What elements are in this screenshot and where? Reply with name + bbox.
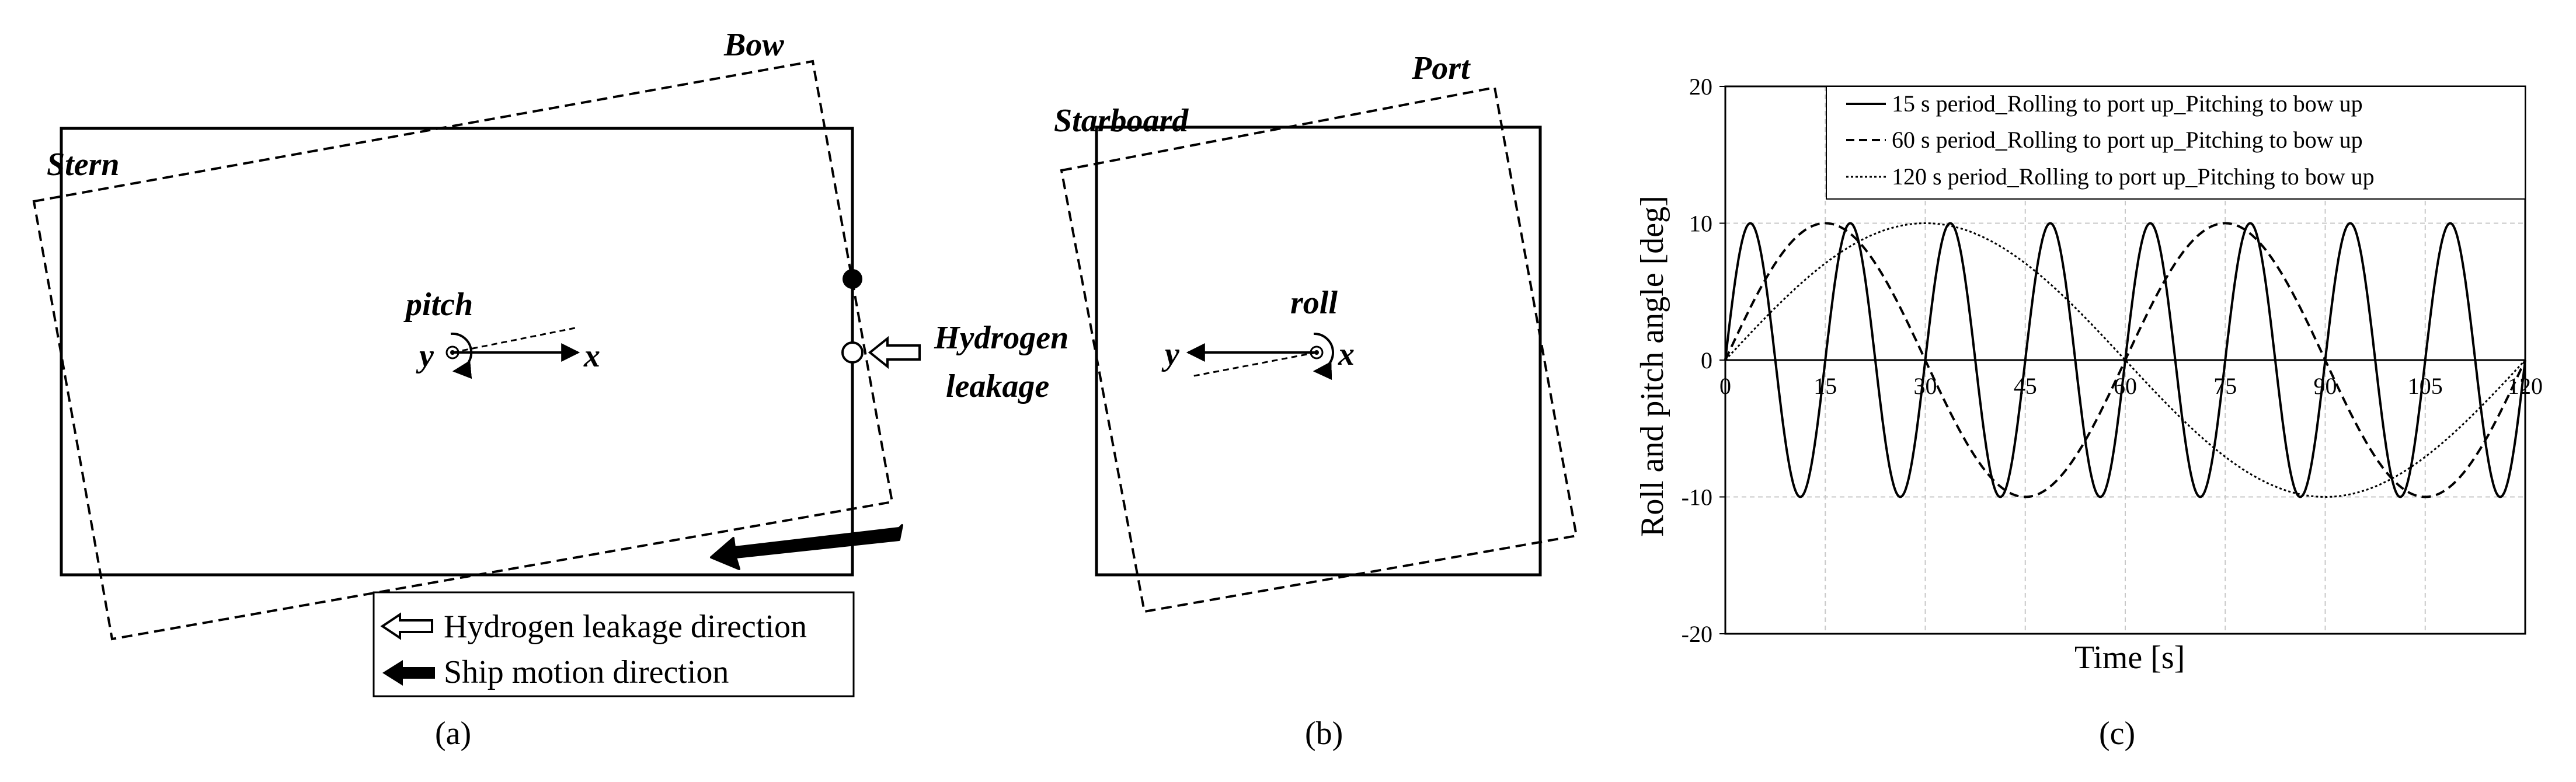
pitch-origin-ring [445, 345, 459, 359]
chart-legend [1826, 86, 2526, 200]
legend-solid-arrow-icon [382, 660, 435, 686]
caption-b: (b) [1305, 715, 1343, 752]
x-tick-label: 60 [2114, 373, 2137, 399]
roll-origin-dot [1314, 350, 1319, 355]
ship-outline-pitched [32, 60, 894, 641]
x-tick-label: 75 [2213, 373, 2237, 399]
x-tick-label: 0 [1719, 373, 1731, 399]
bow-label: Bow [723, 27, 784, 63]
roll-origin-ring [1310, 345, 1324, 359]
stern-label: Stern [47, 146, 120, 183]
roll-rotation-arrow [1313, 332, 1334, 380]
chart-x-axis-title: Time [s] [2074, 640, 2185, 676]
roll-tilted-axis [1190, 351, 1317, 378]
x-tick-label: 120 [2508, 373, 2543, 399]
chart-ticks: 0 15 30 45 60 75 90 105 120 20 10 0 -10 -20 [1682, 74, 2543, 647]
pitch-tilted-axis [452, 327, 576, 354]
legend-ship-motion: Ship motion direction [444, 654, 729, 690]
ship-section-level [1095, 125, 1542, 577]
pitch-origin-dot [450, 350, 455, 355]
legend-label-15s: 15 s period_Rolling to port up_Pitching … [1892, 90, 2363, 117]
y-tick-label: 20 [1689, 74, 1712, 100]
series-line-2 [1724, 222, 2526, 498]
starboard-label: Starboard [1054, 103, 1189, 139]
x-tick-label: 45 [2014, 373, 2037, 399]
legend-label-120s: 120 s period_Rolling to port up_Pitching… [1892, 163, 2375, 190]
leak-point-level [841, 341, 864, 364]
legend-hollow-arrow-icon [380, 612, 433, 640]
pitch-rotation-arrow [450, 332, 473, 379]
panel-c: 0 15 30 45 60 75 90 105 120 20 10 0 -10 -20 15 s peri… [1634, 74, 2543, 752]
x-tick-label: 15 [1813, 373, 1837, 399]
y-tick-label: -20 [1682, 621, 1712, 647]
hydrogen-label-line2: leakage [946, 368, 1049, 404]
y-tick-label: -10 [1682, 484, 1712, 511]
port-label: Port [1411, 50, 1471, 86]
hydrogen-label-line1: Hydrogen [934, 320, 1068, 356]
hydrogen-leak-arrow-icon [868, 336, 921, 369]
chart-y-axis-title: Roll and pitch angle [deg] [1634, 196, 1670, 537]
x-tick-label: 90 [2314, 373, 2337, 399]
panel-a: Bow Stern pitch y x Hydrogen leakage Hyd… [32, 27, 1068, 752]
caption-c: (c) [2099, 715, 2135, 752]
pitch-label: pitch [403, 287, 473, 323]
y-tick-label: 10 [1689, 211, 1712, 237]
leak-point-pitched [843, 269, 862, 289]
pitch-axis-y-label: y [416, 338, 434, 374]
caption-a: (a) [435, 715, 471, 752]
y-tick-label: 0 [1701, 347, 1712, 373]
roll-axis-y-label: y [1161, 336, 1180, 372]
roll-label: roll [1290, 285, 1338, 321]
ship-section-rolled [1060, 86, 1578, 613]
legend-box-a [373, 591, 855, 697]
roll-axis-x-label: x [1338, 336, 1355, 372]
panel-b: Port Starboard roll y x (b) [1054, 50, 1578, 752]
ship-motion-arrow-icon [710, 524, 903, 570]
legend-label-60s: 60 s period_Rolling to port up_Pitching … [1892, 127, 2363, 153]
legend-hydrogen-direction: Hydrogen leakage direction [444, 609, 807, 645]
x-tick-label: 30 [1914, 373, 1937, 399]
pitch-axis-x-label: x [583, 338, 600, 374]
x-tick-label: 105 [2408, 373, 2443, 399]
